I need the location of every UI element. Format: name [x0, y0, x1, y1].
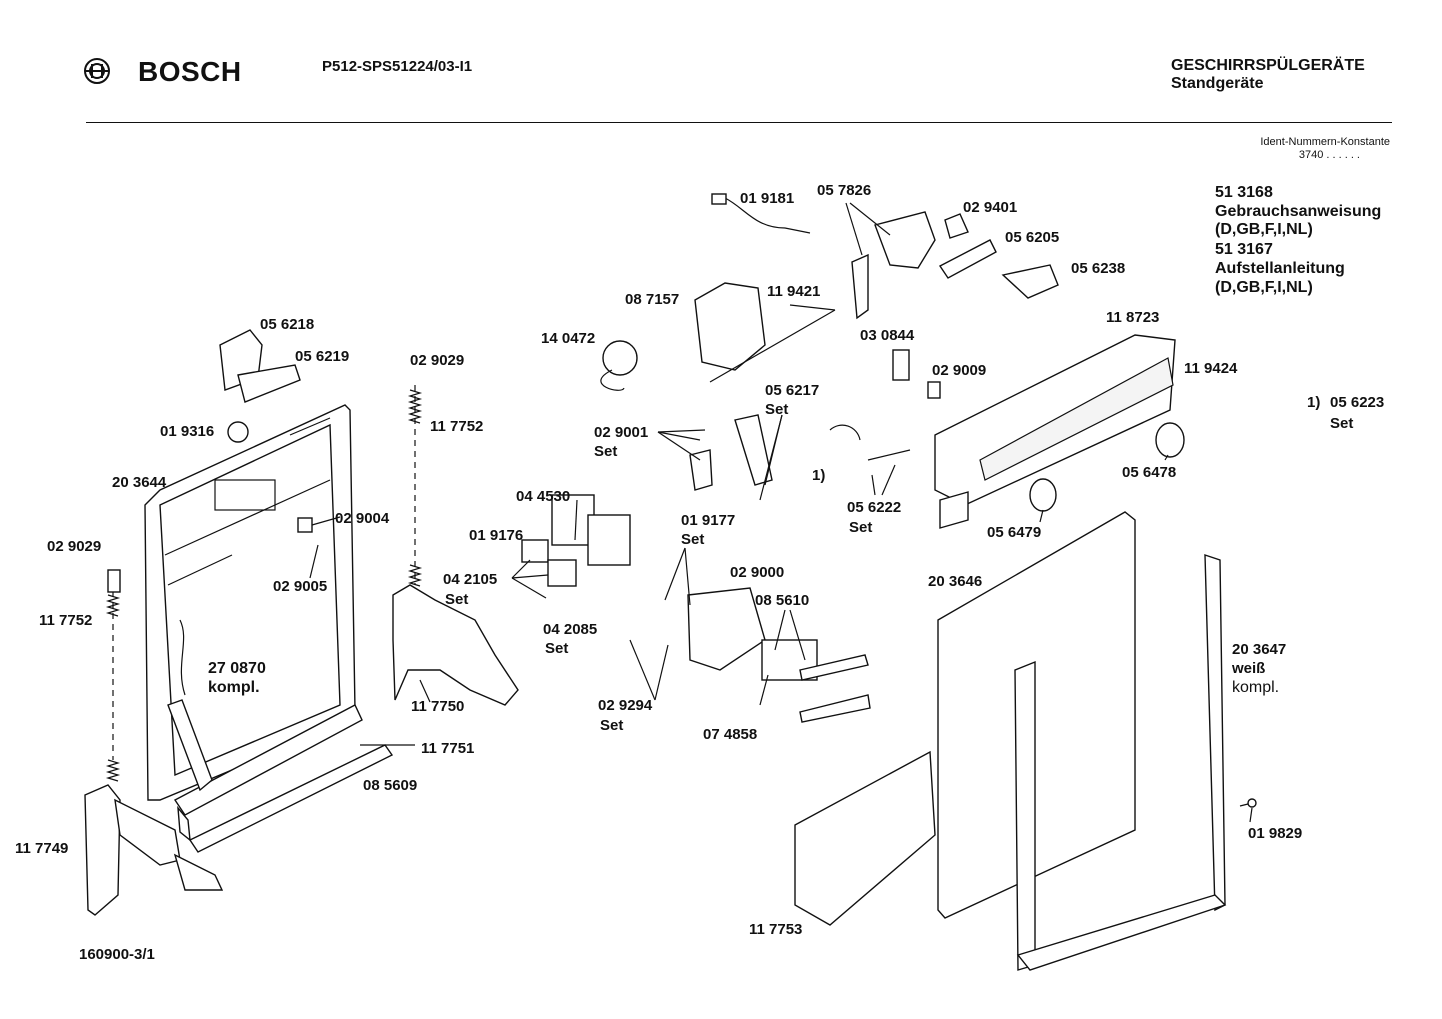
footnote-part: 05 6223	[1330, 394, 1385, 411]
part-label-029009: 02 9009	[932, 362, 987, 379]
manual-number: 51 3168	[1215, 184, 1273, 201]
part-label-029029-left: 02 9029	[47, 538, 102, 555]
part-label-203647: 20 3647	[1232, 641, 1287, 658]
part-label-085609: 08 5609	[363, 777, 418, 794]
install-number: 51 3167	[1215, 241, 1273, 258]
side-panel-drawing	[937, 511, 1136, 919]
timer-and-cable-drawing	[600, 193, 836, 391]
part-label-044530: 04 4530	[516, 488, 571, 505]
wiring-harness-drawing	[167, 619, 213, 792]
part-label-019829: 01 9829	[1248, 825, 1303, 842]
part-label-019177-set: Set	[681, 531, 705, 548]
center-hinge-drawing	[392, 385, 519, 706]
part-label-117751: 11 7751	[421, 740, 475, 757]
part-label-056217-set: Set	[765, 401, 789, 418]
footnote-marker: 1)	[1307, 394, 1321, 411]
part-label-029029-top: 02 9029	[410, 352, 465, 369]
screw-drawing	[1239, 798, 1257, 808]
part-label-085610: 08 5610	[755, 592, 810, 609]
footnote-set: Set	[1330, 415, 1354, 432]
lower-trim-drawing	[173, 704, 394, 853]
part-label-117752-top: 11 7752	[430, 418, 484, 435]
knob-drawing	[1029, 422, 1185, 512]
part-label-042105: 04 2105	[443, 571, 498, 588]
part-label-203647-white: weiß	[1232, 660, 1266, 677]
frame-drawing	[1014, 554, 1227, 971]
ident-number-label: Ident-Nummern-Konstante	[1260, 136, 1390, 148]
manual-title: Gebrauchsanweisung	[1215, 203, 1382, 220]
part-label-029001-set: Set	[594, 443, 618, 460]
header-rule	[86, 122, 1392, 123]
bosch-armature-icon	[84, 58, 110, 84]
latch-parts-drawing	[219, 329, 313, 533]
install-languages: (D,GB,F,I,NL)	[1215, 279, 1313, 296]
part-label-019177: 01 9177	[681, 512, 736, 529]
part-label-056217: 05 6217	[765, 382, 820, 399]
part-label-118723: 11 8723	[1106, 309, 1160, 326]
part-label-074858: 07 4858	[703, 726, 758, 743]
part-label-056238: 05 6238	[1071, 260, 1126, 277]
part-label-056478: 05 6478	[1122, 464, 1177, 481]
part-label-030844: 03 0844	[860, 327, 915, 344]
part-label-056218: 05 6218	[260, 316, 315, 333]
part-label-203646: 20 3646	[928, 573, 983, 590]
door-inner-panel-drawing	[144, 404, 356, 801]
dosing-parts-drawing	[521, 414, 911, 723]
part-label-029294-set: Set	[600, 717, 624, 734]
drawing-number: 160900-3/1	[79, 946, 155, 963]
part-label-019316: 01 9316	[160, 423, 215, 440]
part-label-056222: 05 6222	[847, 499, 902, 516]
part-label-117752-left: 11 7752	[39, 612, 93, 629]
part-label-029294: 02 9294	[598, 697, 653, 714]
part-label-042085-set: Set	[545, 640, 569, 657]
part-label-029004: 02 9004	[335, 510, 390, 527]
ident-number-value: 3740 . . . . . .	[1298, 149, 1360, 161]
part-label-029005: 02 9005	[273, 578, 328, 595]
part-label-117749: 11 7749	[15, 840, 69, 857]
category-title: GESCHIRRSPÜLGERÄTE	[1171, 57, 1365, 74]
part-label-140472: 14 0472	[541, 330, 596, 347]
part-label-117750: 11 7750	[411, 698, 465, 715]
model-number: P512-SPS51224/03-I1	[322, 58, 473, 75]
part-label-203644: 20 3644	[112, 474, 167, 491]
leader-lines	[309, 202, 1253, 823]
install-title: Aufstellanleitung	[1215, 260, 1345, 277]
part-label-117753: 11 7753	[749, 921, 803, 938]
part-label-056479: 05 6479	[987, 524, 1042, 541]
part-label-270870: 27 0870	[208, 660, 266, 677]
category-subtitle: Standgeräte	[1171, 75, 1264, 92]
brand-name: BOSCH	[138, 56, 242, 87]
part-label-056205: 05 6205	[1005, 229, 1060, 246]
part-label-087157: 08 7157	[625, 291, 680, 308]
left-hinge-drawing	[84, 569, 224, 916]
part-label-270870-complete: kompl.	[208, 679, 260, 696]
part-label-029001: 02 9001	[594, 424, 649, 441]
control-panel-drawing	[934, 334, 1176, 529]
part-label-029401: 02 9401	[963, 199, 1018, 216]
part-label-029000: 02 9000	[730, 564, 785, 581]
part-label-056222-set: Set	[849, 519, 873, 536]
part-label-019176: 01 9176	[469, 527, 524, 544]
door-lock-drawing	[851, 211, 1059, 399]
manual-languages: (D,GB,F,I,NL)	[1215, 221, 1313, 238]
part-label-042105-set: Set	[445, 591, 469, 608]
part-label-042085: 04 2085	[543, 621, 598, 638]
bosch-logo	[82, 56, 112, 91]
part-label-056222-marker: 1)	[812, 467, 826, 484]
part-label-119421: 11 9421	[767, 283, 821, 300]
part-label-119424: 11 9424	[1184, 360, 1238, 377]
part-label-203647-complete: kompl.	[1232, 679, 1280, 696]
kickplate-drawing	[794, 750, 936, 926]
part-label-019181: 01 9181	[740, 190, 795, 207]
part-label-057826: 05 7826	[817, 182, 872, 199]
part-label-056219: 05 6219	[295, 348, 350, 365]
